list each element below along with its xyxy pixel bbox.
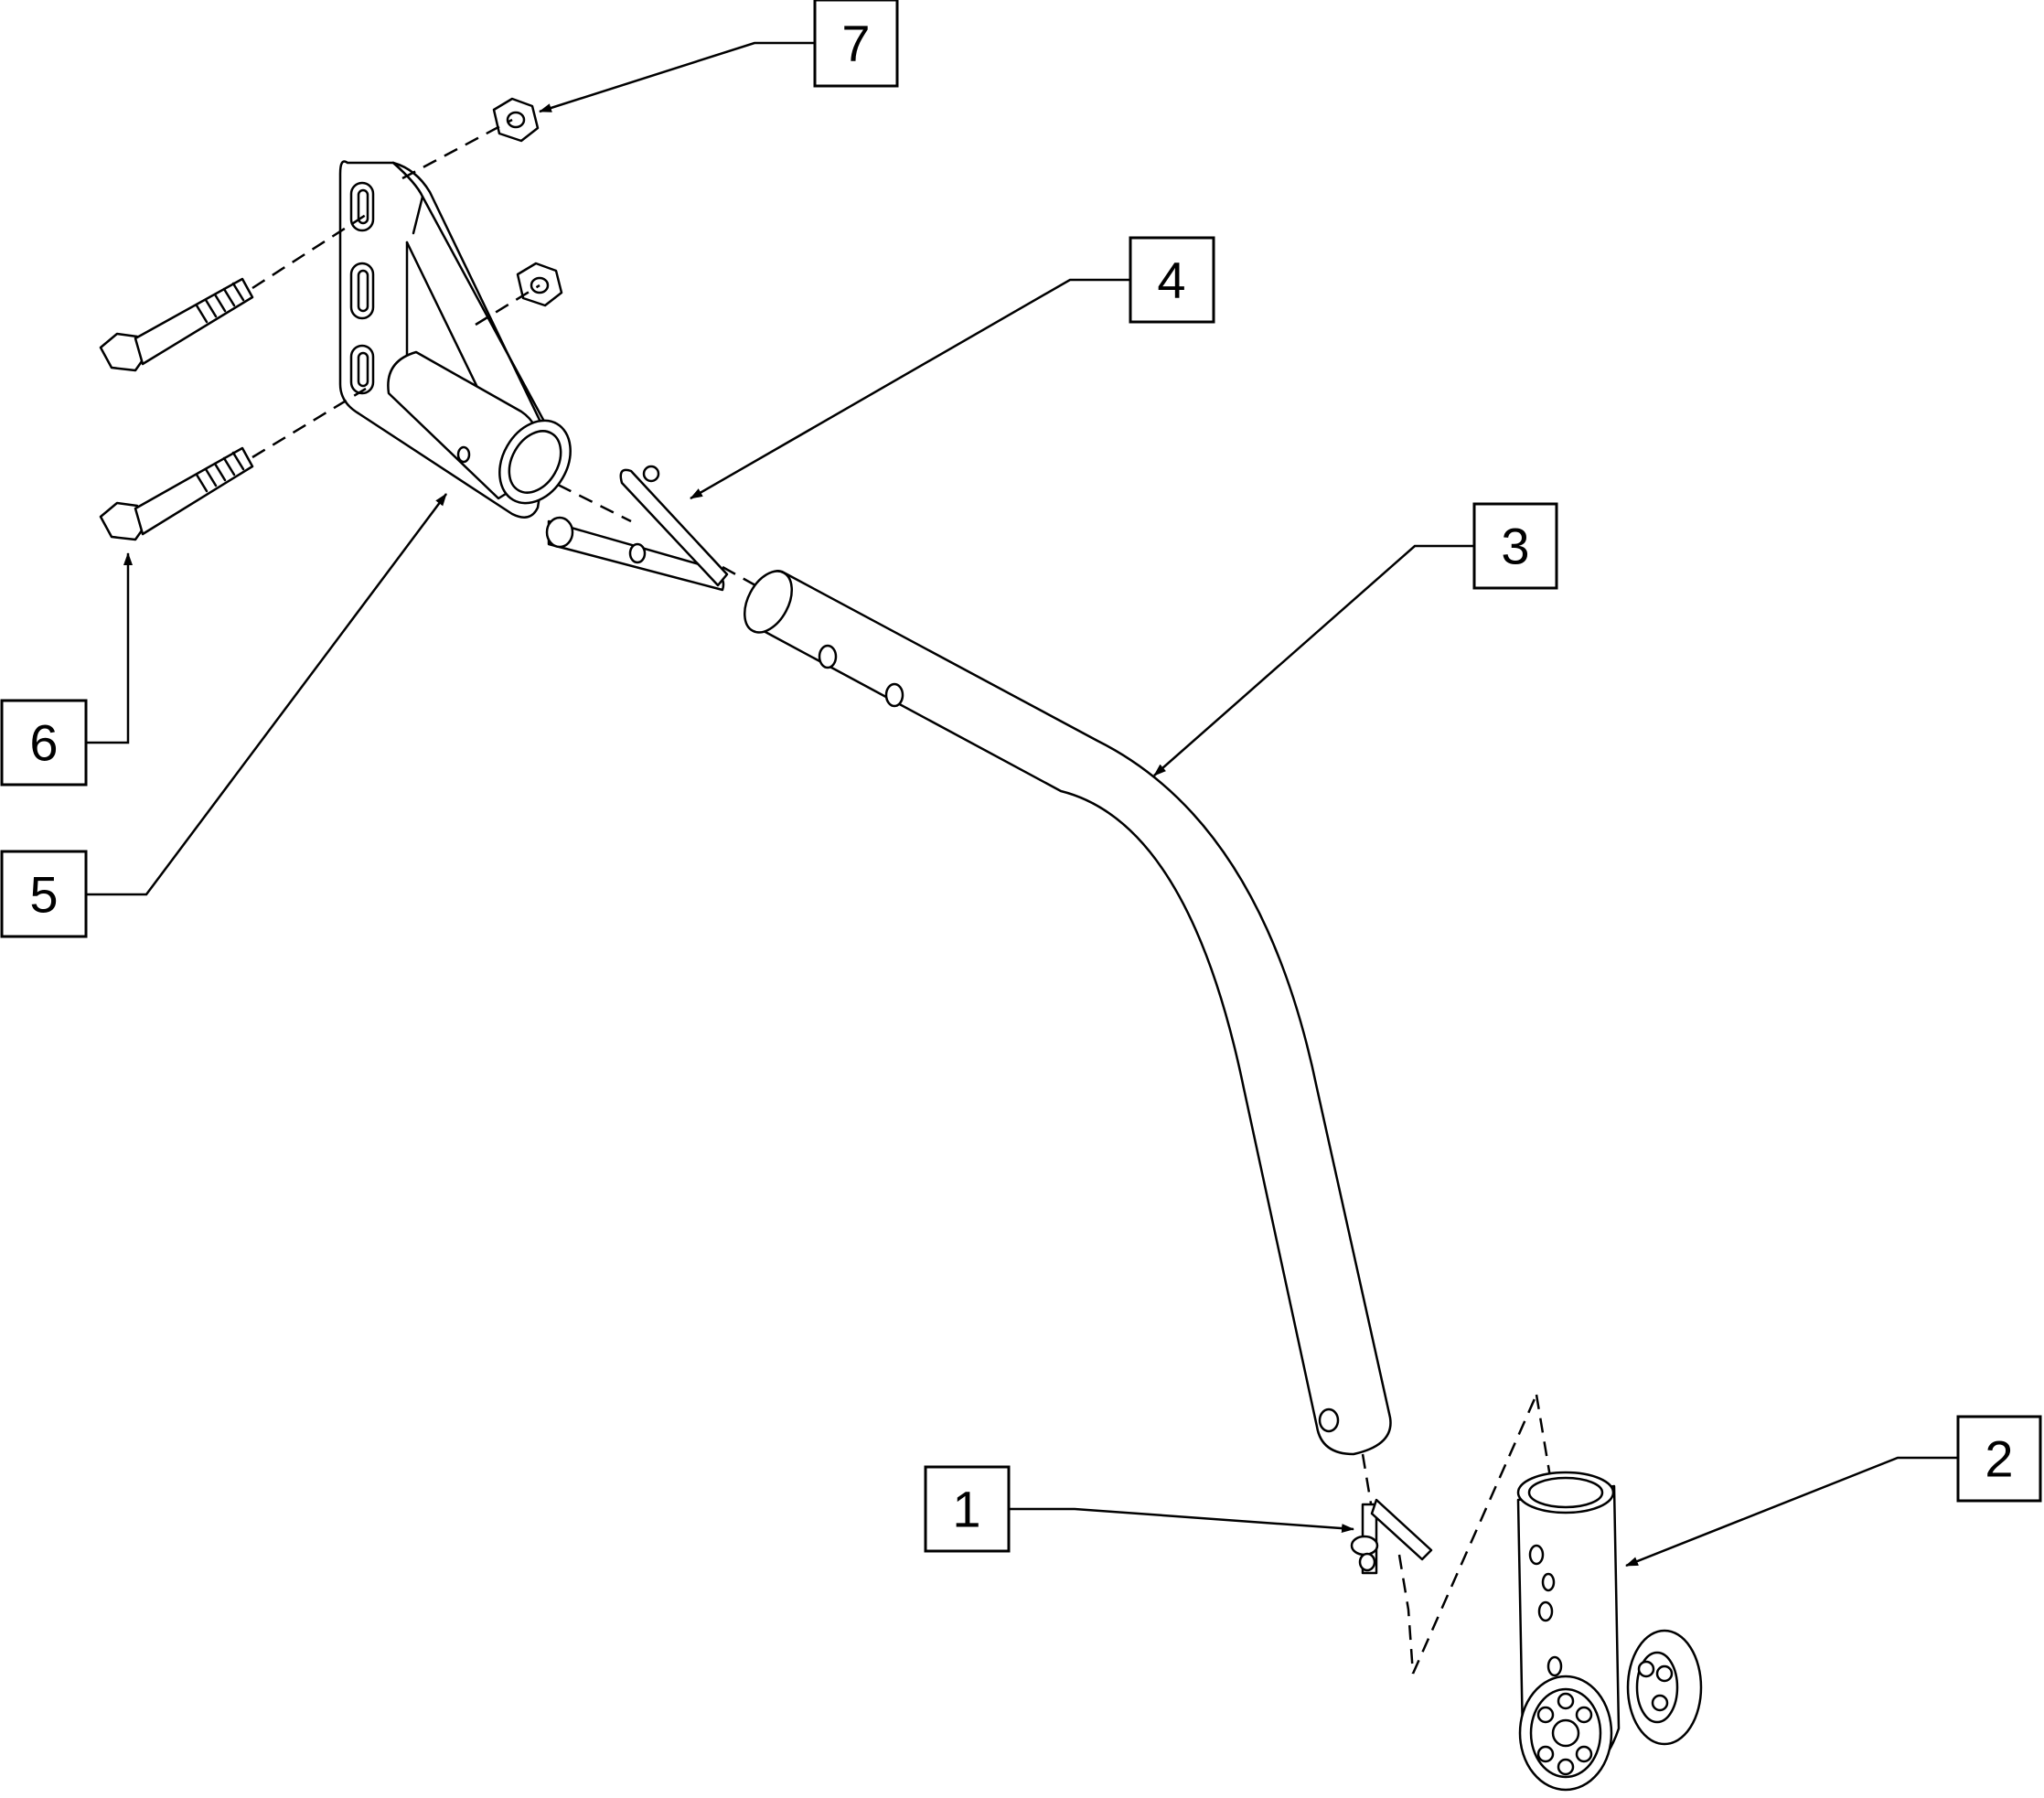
callout-3: 3 [1472,502,1558,590]
callout-4: 4 [1129,236,1215,324]
callout-label-7: 7 [841,15,870,72]
hex-bolt-lower [99,446,254,541]
leader-line-4 [690,278,1130,500]
callout-label-6: 6 [29,714,58,772]
callout-label-3: 3 [1501,518,1529,575]
callout-2: 2 [1956,1415,2042,1503]
leader-line-6 [86,552,133,744]
hex-nut-upper [492,97,540,143]
snap-pin-upper [545,465,729,592]
callout-5: 5 [0,850,88,938]
leader-line-7 [539,41,817,113]
leader-line-3 [1153,544,1474,776]
hex-bolt-upper [99,277,254,372]
callout-label-5: 5 [29,866,58,924]
hex-nut-lower [516,262,563,307]
callout-7: 7 [813,0,899,88]
leader-line-5 [86,493,448,896]
mounting-bracket [338,160,572,519]
callout-label-2: 2 [1985,1430,2013,1488]
callout-label-1: 1 [952,1481,980,1538]
curved-tube [744,570,1392,1456]
leader-line-1 [1009,1507,1354,1534]
leader-line-2 [1625,1456,1958,1568]
callout-label-4: 4 [1157,252,1185,309]
callout-6: 6 [0,699,88,787]
snap-pin-lower [1350,1498,1433,1575]
caster-wheel-assembly [1516,1471,1703,1792]
callout-1: 1 [924,1465,1011,1553]
